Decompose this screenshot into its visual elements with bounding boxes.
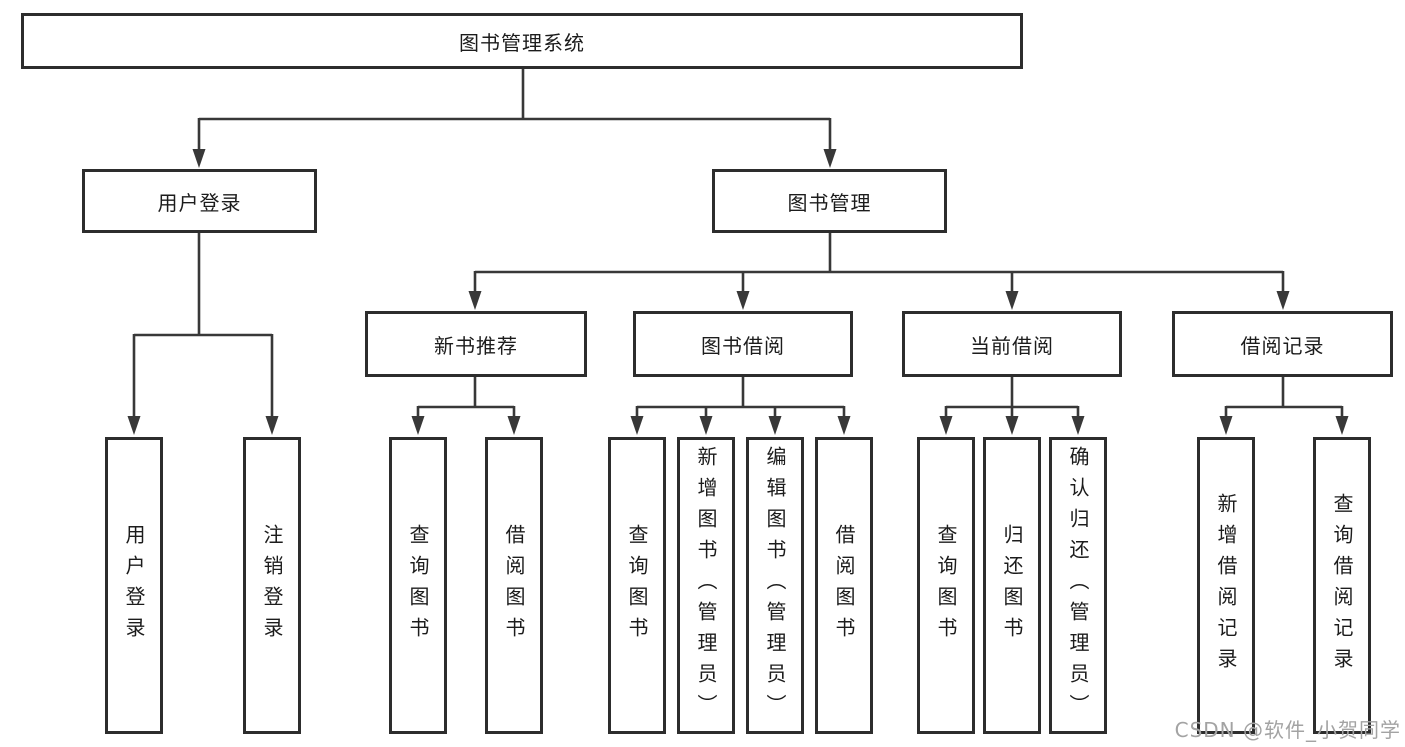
node-book-management: 图书管理	[712, 169, 947, 233]
leaf-borrow-edit-admin: 编辑图书（管理员）	[746, 437, 804, 734]
leaf-logout: 注销登录	[243, 437, 301, 734]
leaf-current-query-label: 查询图书	[934, 523, 958, 648]
leaf-user-login: 用户登录	[105, 437, 163, 734]
node-user-login-label: 用户登录	[157, 190, 242, 215]
connector-borrow-record	[1219, 377, 1349, 435]
leaf-current-return-label: 归还图书	[1000, 523, 1024, 648]
leaf-record-query-label: 查询借阅记录	[1330, 492, 1354, 679]
leaf-record-add-label: 新增借阅记录	[1214, 492, 1238, 679]
node-current-borrow: 当前借阅	[902, 311, 1122, 377]
node-book-borrow-label: 图书借阅	[701, 333, 785, 358]
leaf-borrow-edit-admin-label: 编辑图书（管理员）	[763, 446, 787, 725]
leaf-borrow-query-label: 查询图书	[625, 523, 649, 648]
leaf-borrow-add-admin: 新增图书（管理员）	[677, 437, 735, 734]
connector-user-login	[127, 233, 279, 435]
node-borrow-record: 借阅记录	[1172, 311, 1393, 377]
leaf-newbook-query-label: 查询图书	[406, 523, 430, 648]
connector-current-borrow	[939, 377, 1085, 435]
leaf-newbook-query: 查询图书	[389, 437, 447, 734]
node-root-label: 图书管理系统	[459, 30, 585, 55]
connector-book-borrow	[630, 377, 851, 435]
node-book-borrow: 图书借阅	[633, 311, 853, 377]
csdn-watermark: CSDN @软件_小贺同学	[1174, 718, 1401, 742]
leaf-borrow-add-admin-label: 新增图书（管理员）	[694, 446, 718, 725]
connector-book-management	[468, 233, 1290, 310]
leaf-current-confirm-admin-label: 确认归还（管理员）	[1066, 446, 1090, 725]
connector-new-book-recommend	[411, 377, 521, 435]
leaf-user-login-label: 用户登录	[122, 523, 146, 648]
leaf-current-return: 归还图书	[983, 437, 1041, 734]
node-current-borrow-label: 当前借阅	[970, 333, 1054, 358]
leaf-logout-label: 注销登录	[260, 523, 284, 648]
leaf-newbook-borrow-label: 借阅图书	[502, 523, 526, 648]
node-borrow-record-label: 借阅记录	[1240, 333, 1325, 358]
leaf-borrow-book: 借阅图书	[815, 437, 873, 734]
node-user-login: 用户登录	[82, 169, 317, 233]
leaf-current-query: 查询图书	[917, 437, 975, 734]
leaf-record-add: 新增借阅记录	[1197, 437, 1255, 734]
leaf-newbook-borrow: 借阅图书	[485, 437, 543, 734]
node-new-book-recommend: 新书推荐	[365, 311, 587, 377]
leaf-record-query: 查询借阅记录	[1313, 437, 1371, 734]
leaf-borrow-query: 查询图书	[608, 437, 666, 734]
node-book-management-label: 图书管理	[787, 190, 872, 215]
leaf-borrow-book-label: 借阅图书	[832, 523, 856, 648]
leaf-current-confirm-admin: 确认归还（管理员）	[1049, 437, 1107, 734]
connector-root	[192, 69, 837, 168]
node-root: 图书管理系统	[21, 13, 1023, 69]
node-new-book-recommend-label: 新书推荐	[434, 333, 518, 358]
